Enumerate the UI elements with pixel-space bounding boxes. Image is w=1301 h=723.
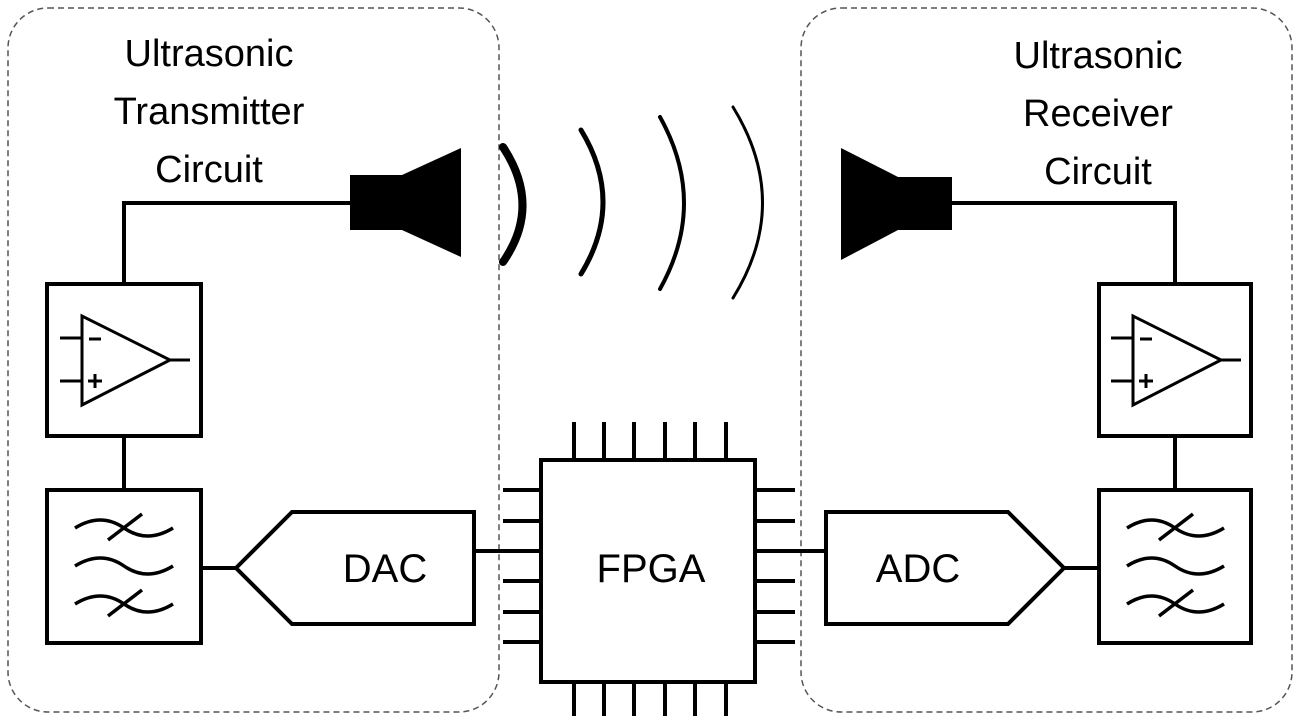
amplifier-block xyxy=(45,282,203,438)
dac-block: DAC xyxy=(233,510,476,626)
fpga-label: FPGA xyxy=(597,547,706,591)
transmitter-group: Ultrasonic Transmitter Circuit xyxy=(7,7,541,713)
receiver-filter-icon xyxy=(1126,512,1225,618)
wave-3 xyxy=(658,115,686,291)
op-amp-icon xyxy=(60,313,190,408)
receiver-group: Ultrasonic Receiver Circuit xyxy=(755,7,1293,713)
dac-label: DAC xyxy=(343,547,427,591)
adc-label: ADC xyxy=(876,547,960,591)
receiver-filter-block xyxy=(1097,488,1253,645)
filter-icon xyxy=(74,512,174,618)
receiver-transducer-icon xyxy=(841,148,952,260)
adc-block: ADC xyxy=(824,510,1067,626)
receiver-wires xyxy=(755,201,1177,570)
receiver-boundary xyxy=(800,7,1293,713)
sound-waves xyxy=(499,105,764,300)
receiver-op-amp-icon xyxy=(1111,313,1241,408)
transmitter-title-line-2: Transmitter xyxy=(114,91,305,133)
wave-2 xyxy=(578,127,606,277)
fpga-chip: FPGA xyxy=(503,422,795,716)
receiver-title-line-3: Circuit xyxy=(1044,151,1152,193)
filter-block xyxy=(45,488,203,645)
wave-1 xyxy=(499,143,527,266)
receiver-title-line-2: Receiver xyxy=(1023,93,1173,135)
fpga-body xyxy=(539,458,757,684)
fpga-pins xyxy=(503,422,795,716)
receiver-title-line-1: Ultrasonic xyxy=(1014,35,1183,77)
speaker-icon xyxy=(350,148,461,257)
transmitter-title-line-1: Ultrasonic xyxy=(125,33,294,75)
receiver-amplifier-block xyxy=(1097,282,1253,438)
wave-4 xyxy=(731,105,764,300)
transmitter-boundary xyxy=(7,7,500,713)
transmitter-title-line-3: Circuit xyxy=(155,149,263,191)
